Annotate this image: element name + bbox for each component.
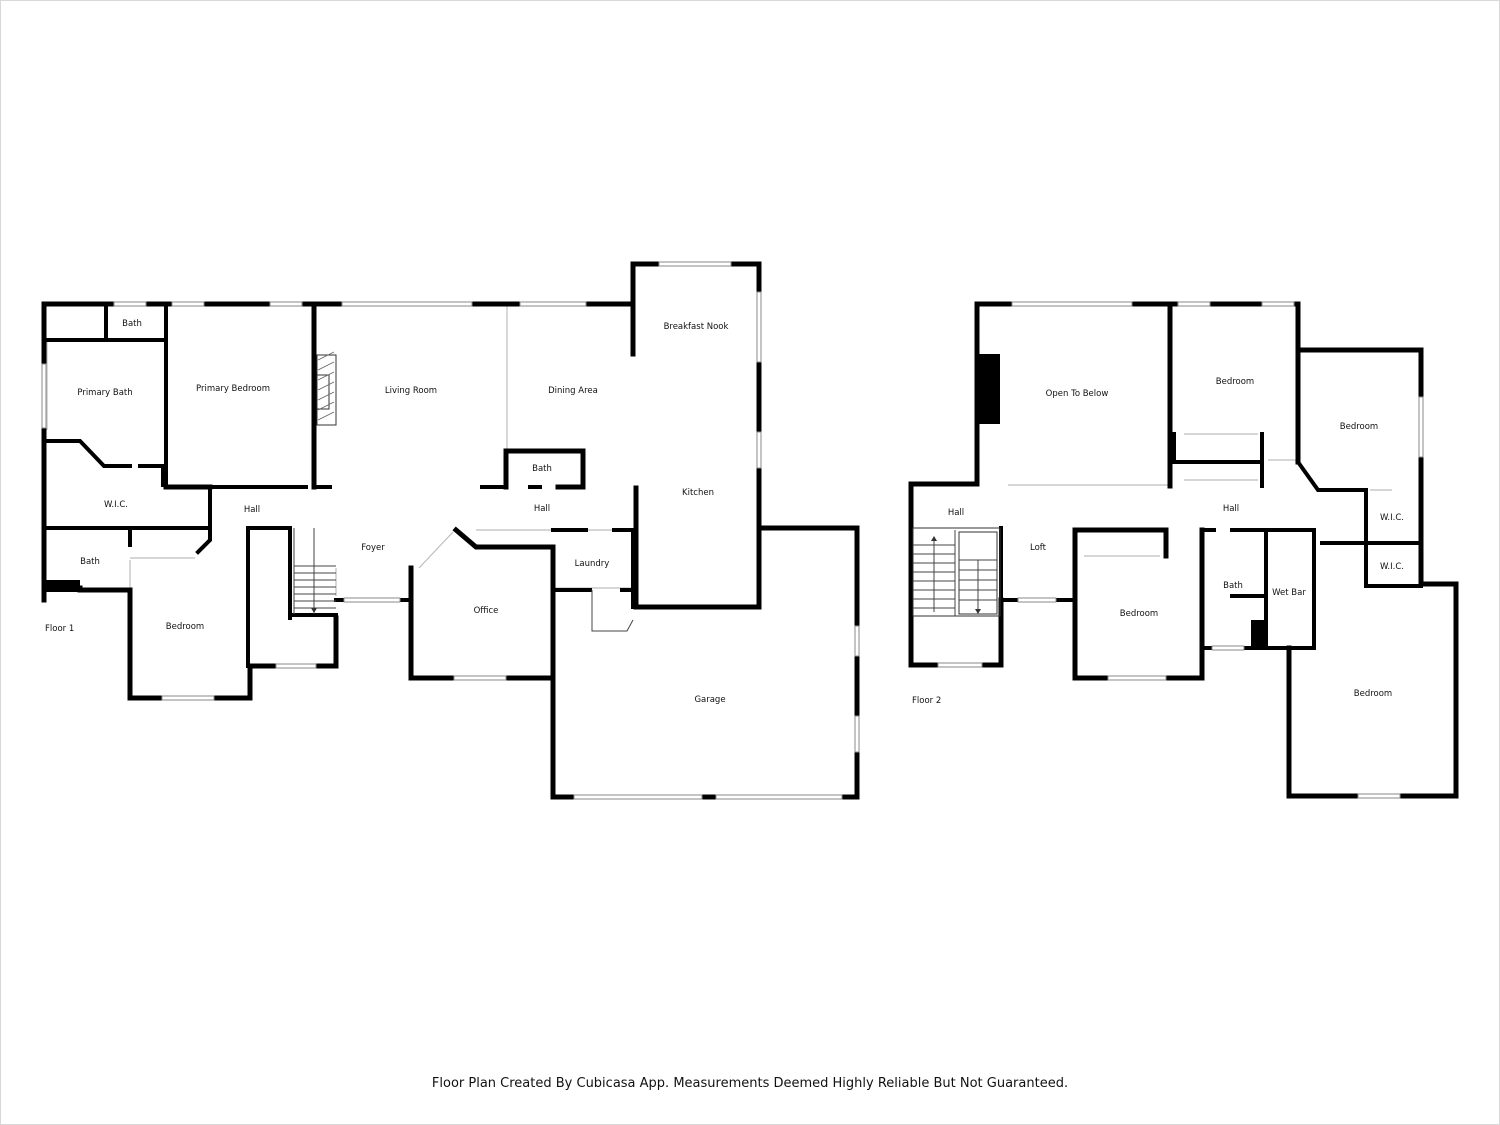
room-label-wet-bar: Wet Bar <box>1272 588 1306 598</box>
room-label-kitchen: Kitchen <box>682 488 714 498</box>
room-label-wic: W.I.C. <box>104 500 128 510</box>
column-block-floor-2 <box>1251 620 1266 648</box>
room-label-foyer: Foyer <box>361 543 385 553</box>
room-label-wic-bottom: W.I.C. <box>1380 562 1404 572</box>
room-label-open-to-below: Open To Below <box>1046 389 1109 399</box>
room-label-bath-left: Bath <box>80 557 100 567</box>
floor-1-walls <box>41 261 860 800</box>
staircase-floor-1 <box>293 528 336 614</box>
room-label-breakfast-nook: Breakfast Nook <box>664 322 729 332</box>
room-label-bath-f2: Bath <box>1223 581 1243 591</box>
fireplace-icon <box>316 351 337 426</box>
floor-2-windows <box>937 301 1424 799</box>
room-label-bedroom-mid: Bedroom <box>1120 609 1158 619</box>
room-label-bedroom: Bedroom <box>166 622 204 632</box>
room-label-dining-area: Dining Area <box>548 386 598 396</box>
room-label-bath-top: Bath <box>122 319 142 329</box>
floor-2-label: Floor 2 <box>912 696 941 706</box>
room-label-hall-left-f2: Hall <box>948 508 964 518</box>
floor-2-plan: Open To Below Bedroom Bedroom Hall Hall … <box>908 301 1459 799</box>
room-label-office: Office <box>474 606 499 616</box>
room-label-wic-top: W.I.C. <box>1380 513 1404 523</box>
room-label-garage: Garage <box>694 695 725 705</box>
room-label-bath-mid: Bath <box>532 464 552 474</box>
room-label-bedroom-bottom: Bedroom <box>1354 689 1392 699</box>
floor-1-plan: Bath Primary Bath Primary Bedroom Living… <box>41 261 860 800</box>
floor-1-windows <box>41 261 860 800</box>
room-label-loft: Loft <box>1030 543 1047 553</box>
room-label-hall-right-f2: Hall <box>1223 504 1239 514</box>
room-label-laundry: Laundry <box>575 559 610 569</box>
room-label-living-room: Living Room <box>385 386 437 396</box>
room-label-bedroom-right: Bedroom <box>1340 422 1378 432</box>
garage-step <box>591 590 634 632</box>
room-label-primary-bedroom: Primary Bedroom <box>196 384 270 394</box>
disclaimer-footer: Floor Plan Created By Cubicasa App. Meas… <box>431 1076 1069 1091</box>
room-label-hall-right: Hall <box>534 504 550 514</box>
room-label-hall-left: Hall <box>244 505 260 515</box>
floor-1-label: Floor 1 <box>45 624 74 634</box>
staircase-floor-2 <box>912 527 1001 617</box>
room-label-primary-bath: Primary Bath <box>77 388 132 398</box>
column-block <box>44 580 80 592</box>
chimney-block <box>978 354 1000 424</box>
room-label-bedroom-top: Bedroom <box>1216 377 1254 387</box>
